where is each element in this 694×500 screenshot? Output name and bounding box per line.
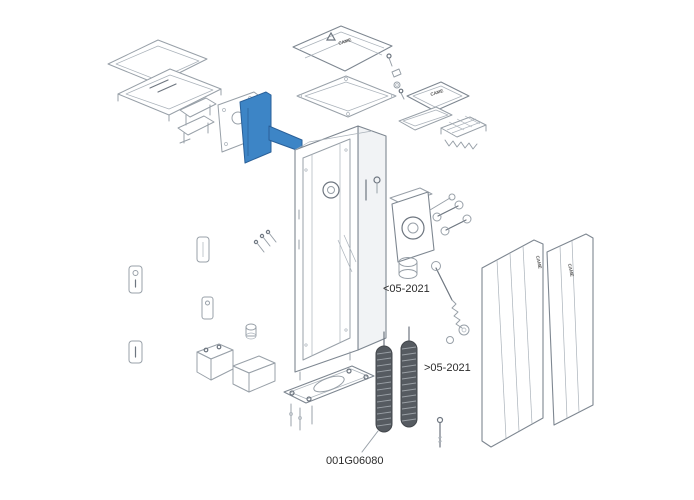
door-panel-rear: CAME xyxy=(546,233,594,426)
hinge-part-upper xyxy=(196,236,210,263)
gearmotor-assembly xyxy=(389,187,456,279)
brand-logo-panel-rear: CAME xyxy=(567,263,575,277)
screw-set xyxy=(253,229,277,253)
lock-part-lower xyxy=(128,340,143,364)
damper-kit xyxy=(431,200,472,344)
cap-part xyxy=(245,323,257,340)
brand-logo-panel-front: CAME xyxy=(535,255,543,269)
base-plate xyxy=(283,365,375,431)
label-spring-date: >05-2021 xyxy=(424,362,471,374)
label-part-number: 001G06080 xyxy=(326,455,384,467)
cover-box xyxy=(232,355,276,393)
highlighted-bracket-plate xyxy=(239,91,272,164)
control-cover: CAME xyxy=(406,81,470,112)
hinge-part-lower xyxy=(201,296,214,320)
brand-logo-control-cover: CAME xyxy=(430,88,444,97)
mounting-bracket-right xyxy=(179,97,217,126)
top-left-lid-outer xyxy=(107,39,208,85)
brand-logo-top-cover: CAME xyxy=(338,37,352,46)
flat-panel xyxy=(398,106,453,131)
label-motor-date: <05-2021 xyxy=(383,283,430,295)
balancing-spring-left xyxy=(375,331,393,433)
part-number-callout: 001G06080 xyxy=(326,430,384,467)
lock-part-upper xyxy=(128,265,143,294)
battery-box xyxy=(196,343,234,381)
highlighted-bracket xyxy=(239,91,303,164)
top-left-lid-inner xyxy=(117,68,222,122)
long-screw xyxy=(436,416,444,448)
top-fasteners xyxy=(386,53,405,100)
top-cover: CAME xyxy=(292,25,393,72)
cabinet-bolt xyxy=(373,176,381,194)
cover-gasket-frame xyxy=(296,75,397,118)
highlighted-bracket-arm xyxy=(268,125,303,153)
control-board xyxy=(440,115,487,150)
mounting-bracket-left xyxy=(177,115,215,144)
door-panel-front: CAME xyxy=(481,239,544,448)
balancing-spring-right xyxy=(400,326,418,428)
cabinet-body xyxy=(294,125,387,381)
